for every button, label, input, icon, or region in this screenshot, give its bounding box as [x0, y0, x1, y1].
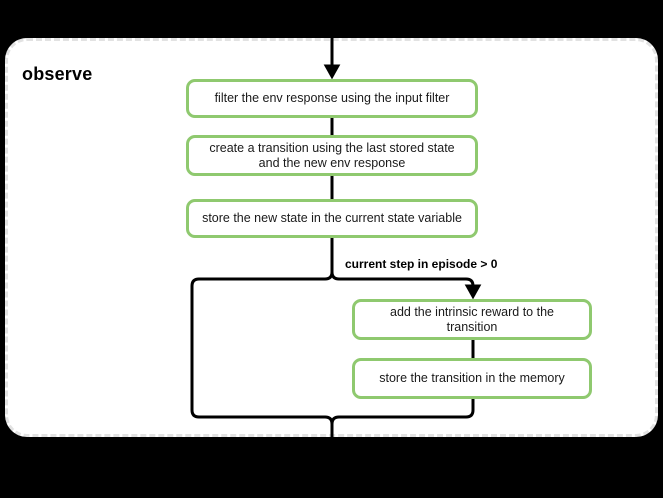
edge-label-condition: current step in episode > 0: [345, 257, 498, 271]
node-store-transition-memory[interactable]: store the transition in the memory: [352, 358, 592, 399]
group-title: observe: [22, 64, 93, 84]
node-add-intrinsic-reward[interactable]: add the intrinsic reward to the transiti…: [352, 299, 592, 340]
node-filter-env-response[interactable]: filter the env response using the input …: [186, 79, 478, 118]
node-store-new-state[interactable]: store the new state in the current state…: [186, 199, 478, 238]
node-create-transition[interactable]: create a transition using the last store…: [186, 135, 478, 176]
